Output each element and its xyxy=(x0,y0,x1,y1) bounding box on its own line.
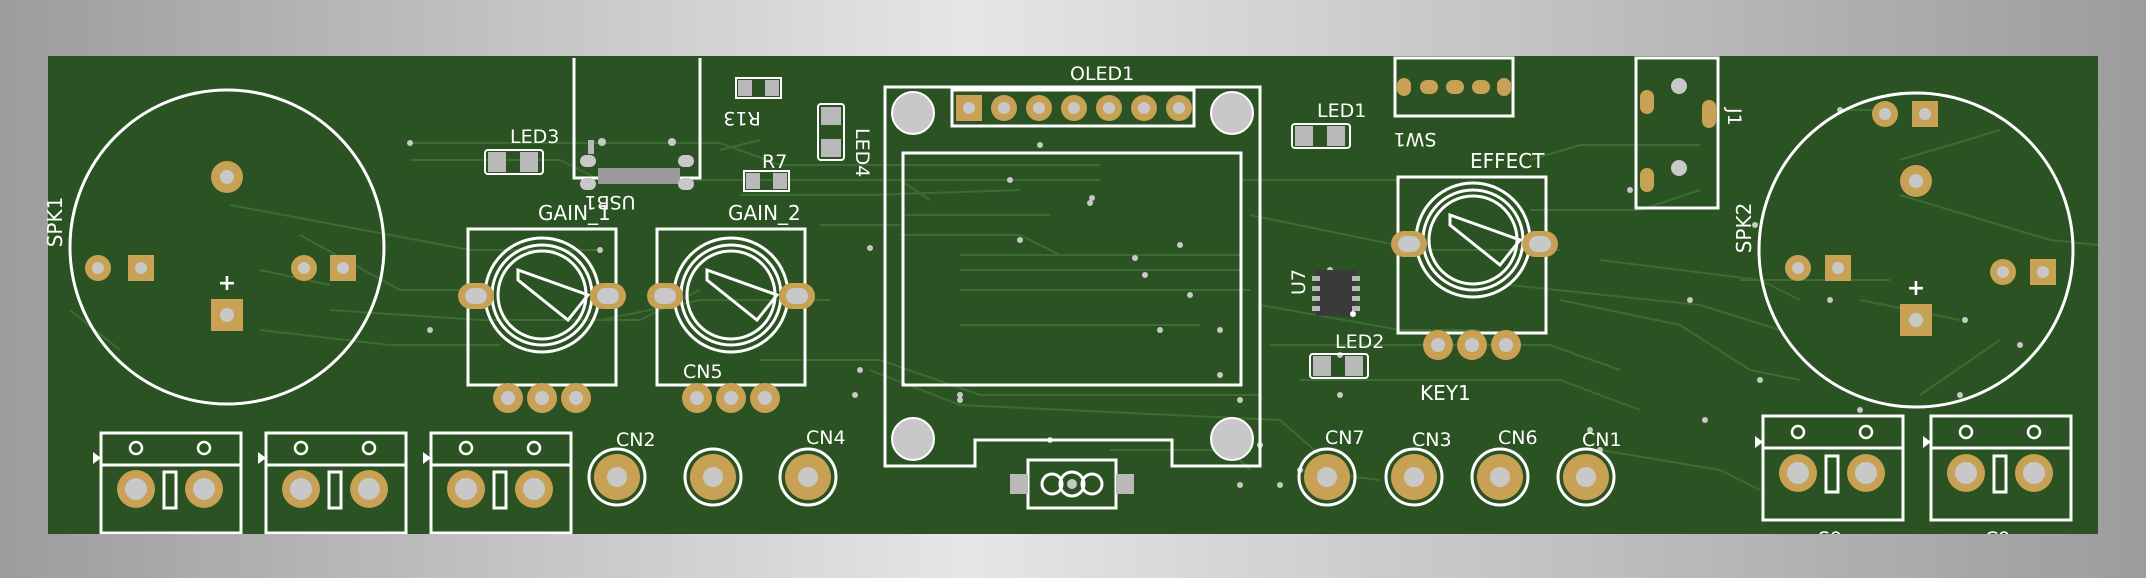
r13-label: R13 xyxy=(723,107,760,129)
pad-cn2: CN2 xyxy=(587,429,656,507)
led-led2: LED2 xyxy=(1309,331,1384,379)
cn5-label: CN5 xyxy=(683,361,723,383)
potentiometer-effect: EFFECT xyxy=(1391,149,1558,360)
spk1-plus-mark: + xyxy=(218,271,236,296)
speaker-spk1: + SPK1 xyxy=(43,88,386,406)
spk2-plus-mark: + xyxy=(1907,276,1925,301)
cn3-label: CN3 xyxy=(1412,429,1452,451)
led3-label: LED3 xyxy=(510,126,559,148)
spk1-label: SPK1 xyxy=(43,197,67,248)
potentiometer-gain-1: GAIN_1 xyxy=(458,201,626,413)
resistor-r7: R7 xyxy=(743,151,790,192)
pad-cn7: CN7 xyxy=(1297,427,1365,507)
r7-label: R7 xyxy=(762,151,787,173)
sw1-label: SW1 xyxy=(1394,128,1437,150)
pad-cn1: CN1 xyxy=(1556,429,1622,507)
led-led1: LED1 xyxy=(1291,100,1366,149)
cn7-label: CN7 xyxy=(1325,427,1365,449)
pad-cn-unlabeled xyxy=(683,447,743,507)
cn2-label: CN2 xyxy=(616,429,656,451)
cn6-label: CN6 xyxy=(1498,427,1538,449)
led4-label: LED4 xyxy=(851,128,873,177)
terminal-block-2 xyxy=(258,431,408,535)
gain-1-label: GAIN_1 xyxy=(538,201,611,225)
pad-cn6: CN6 xyxy=(1470,427,1538,507)
led-led3: LED3 xyxy=(484,126,559,175)
bottom-jack xyxy=(1010,458,1134,510)
terminal-block-1 xyxy=(93,431,243,535)
usb1-label: USB1 xyxy=(584,191,635,213)
ic-u7: U7 xyxy=(1288,269,1360,317)
potentiometer-gain-2: GAIN_2 xyxy=(647,201,815,413)
connector-j1: J1 xyxy=(1634,56,1745,210)
copper-traces xyxy=(69,109,2099,491)
render-background-bottom xyxy=(0,534,2146,578)
pcb-board xyxy=(48,56,2098,534)
usb-connector-usb1: USB1 xyxy=(572,58,702,213)
resistor-r13: R13 xyxy=(723,77,782,129)
pad-cn4: CN4 xyxy=(778,427,846,507)
overhang-outlines xyxy=(99,533,243,534)
led-led4: LED4 xyxy=(817,103,873,177)
speaker-spk2: + SPK2 xyxy=(1732,91,2075,409)
oled-display-oled1: OLED1 xyxy=(883,63,1262,468)
led1-label: LED1 xyxy=(1317,100,1366,122)
effect-label: EFFECT xyxy=(1470,149,1545,173)
u7-label: U7 xyxy=(1288,269,1310,295)
switch-sw1: SW1 xyxy=(1393,56,1515,150)
spk2-label: SPK2 xyxy=(1732,203,1756,254)
gain-2-label: GAIN_2 xyxy=(728,201,801,225)
key1-label: KEY1 xyxy=(1420,381,1471,405)
cn1-label: CN1 xyxy=(1582,429,1622,451)
led2-label: LED2 xyxy=(1335,331,1384,353)
oled1-label: OLED1 xyxy=(1070,63,1134,85)
pad-cn3: CN3 xyxy=(1384,429,1452,507)
terminal-block-3 xyxy=(423,431,573,535)
j1-label: J1 xyxy=(1723,107,1745,126)
cn4-label: CN4 xyxy=(806,427,846,449)
